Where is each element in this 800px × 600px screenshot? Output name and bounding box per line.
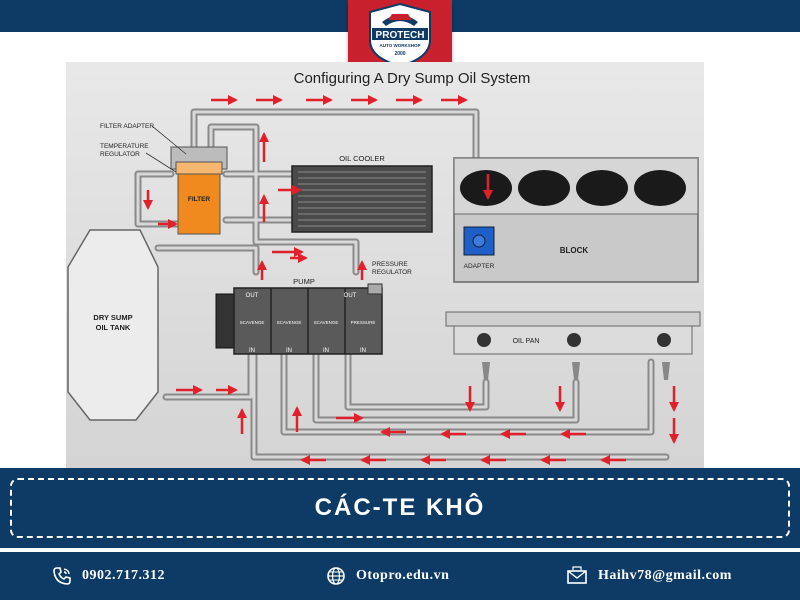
phone-icon bbox=[53, 567, 71, 585]
pump-in-label-1: IN bbox=[249, 348, 255, 354]
pump-out-label-2: OUT bbox=[344, 293, 357, 299]
footer-divider bbox=[0, 548, 800, 552]
oil-tank-label: OIL TANK bbox=[96, 323, 131, 332]
globe-icon bbox=[327, 567, 345, 585]
contact-footer: 0902.717.312 Otopro.edu.vn Haihv78@gmail… bbox=[0, 552, 800, 600]
oil-cooler: OIL COOLER bbox=[291, 154, 433, 233]
website-url: Otopro.edu.vn bbox=[356, 568, 450, 583]
caption-frame: CÁC-TE KHÔ bbox=[10, 478, 790, 538]
protech-logo: PROTECH AUTO WORKSHOP 2000 bbox=[348, 0, 452, 68]
temperature-label: TEMPERATURE bbox=[100, 143, 149, 150]
filter-label: FILTER bbox=[188, 196, 211, 203]
dry-sump-label: DRY SUMP bbox=[93, 313, 132, 322]
phone-number: 0902.717.312 bbox=[82, 568, 165, 583]
adapter: ADAPTER bbox=[463, 226, 495, 270]
block-label: BLOCK bbox=[560, 246, 589, 255]
caption-title: CÁC-TE KHÔ bbox=[314, 494, 486, 521]
pump-label: PUMP bbox=[293, 277, 315, 286]
website-contact[interactable]: Otopro.edu.vn bbox=[326, 552, 449, 600]
pump: PUMP OUT OUT SCAVENGE SCAVENGE SCAVENGE … bbox=[215, 261, 412, 355]
email-address: Haihv78@gmail.com bbox=[598, 568, 732, 583]
caption-banner: CÁC-TE KHÔ bbox=[0, 468, 800, 548]
oil-cooler-label: OIL COOLER bbox=[339, 154, 385, 163]
temperature-regulator-label: REGULATOR bbox=[100, 151, 140, 158]
adapter-label: ADAPTER bbox=[464, 263, 495, 270]
oil-filter: FILTER FILTER ADAPTER TEMPERATURE REGULA… bbox=[100, 123, 228, 235]
pump-stage-3: SCAVENGE bbox=[314, 320, 339, 325]
pump-stage-2: SCAVENGE bbox=[277, 320, 302, 325]
oil-pan: OIL PAN bbox=[445, 311, 701, 380]
pump-out-label-1: OUT bbox=[246, 293, 259, 299]
logo-year: 2000 bbox=[394, 51, 405, 57]
logo-brand-name: PROTECH bbox=[376, 30, 425, 41]
filter-adapter-label: FILTER ADAPTER bbox=[100, 123, 154, 130]
dry-sump-diagram: Configuring A Dry Sump Oil System bbox=[66, 62, 704, 468]
engine-block: BLOCK bbox=[453, 157, 699, 283]
logo-tagline: AUTO WORKSHOP bbox=[380, 43, 421, 48]
dry-sump-oil-tank: DRY SUMP OIL TANK bbox=[67, 229, 159, 421]
pump-in-label-4: IN bbox=[360, 348, 366, 354]
phone-contact[interactable]: 0902.717.312 bbox=[52, 552, 165, 600]
mail-icon bbox=[567, 566, 587, 584]
email-contact[interactable]: Haihv78@gmail.com bbox=[566, 552, 732, 600]
pressure-regulator-label: REGULATOR bbox=[372, 269, 412, 276]
oil-pan-label: OIL PAN bbox=[513, 338, 540, 345]
pump-in-label-3: IN bbox=[323, 348, 329, 354]
pressure-label: PRESSURE bbox=[372, 261, 408, 268]
pump-stage-1: SCAVENGE bbox=[240, 320, 265, 325]
flow-arrows bbox=[143, 95, 679, 465]
pump-stage-4: PRESSURE bbox=[351, 320, 376, 325]
pump-in-label-2: IN bbox=[286, 348, 292, 354]
diagram-title: Configuring A Dry Sump Oil System bbox=[294, 70, 531, 87]
